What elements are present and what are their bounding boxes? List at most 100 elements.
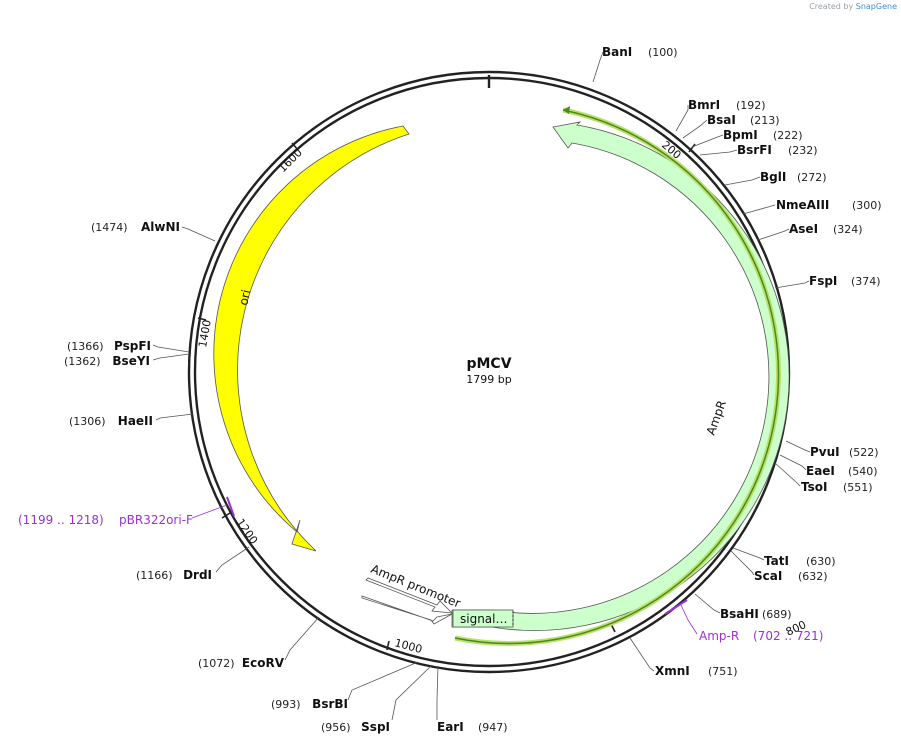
ampr-promoter-feature[interactable] — [361, 577, 454, 625]
enzyme-position: (1362) — [64, 355, 101, 368]
enzyme-position: (213) — [750, 114, 780, 127]
enzyme-name-alwni[interactable]: AlwNI — [141, 220, 180, 234]
enzyme-name-bgli[interactable]: BglI — [760, 170, 786, 184]
enzyme-position: (632) — [798, 570, 828, 583]
enzyme-labels: BanI (100) BmrI (192)BsaI (213)BpmI (222)BsrF… — [18, 45, 882, 734]
enzyme-leader-line — [152, 353, 190, 361]
enzyme-name-bmri[interactable]: BmrI — [688, 98, 720, 112]
tick-mark — [197, 317, 207, 321]
primer-name-amp-r[interactable]: Amp-R — [699, 629, 739, 643]
enzyme-position: (956) — [321, 721, 351, 734]
tick-label: 1200 — [234, 516, 261, 546]
enzyme-name-sspi[interactable]: SspI — [361, 720, 390, 734]
enzyme-name-ecorv[interactable]: EcoRV — [242, 656, 285, 670]
enzyme-position: (100) — [648, 46, 678, 59]
enzyme-name-bseyi[interactable]: BseYI — [112, 354, 150, 368]
enzyme-leader-line — [215, 546, 250, 573]
enzyme-name-bsrbi[interactable]: BsrBI — [312, 697, 348, 711]
enzyme-name-nmeaiii[interactable]: NmeAIII — [776, 198, 829, 212]
enzyme-leader-line — [181, 226, 216, 242]
enzyme-leaders — [152, 51, 811, 721]
enzyme-name-haeii[interactable]: HaeII — [118, 414, 153, 428]
ori-label: ori — [236, 288, 253, 306]
snapgene-logo: SnapGene — [855, 2, 897, 11]
enzyme-name-asei[interactable]: AseI — [789, 222, 818, 236]
enzyme-position: (300) — [852, 199, 882, 212]
primer-name-pbr322ori-f[interactable]: pBR322ori-F — [119, 513, 193, 527]
enzyme-leader-line — [152, 344, 190, 353]
enzyme-leader-line — [391, 664, 433, 721]
enzyme-leader-line — [592, 51, 604, 83]
enzyme-position: (1366) — [67, 340, 104, 353]
tick-label: 1000 — [393, 636, 423, 656]
enzyme-name-bani[interactable]: BanI — [602, 45, 632, 59]
enzyme-name-xmni[interactable]: XmnI — [655, 664, 690, 678]
enzyme-leader-line — [629, 637, 655, 672]
enzyme-leader-line — [779, 454, 807, 471]
enzyme-name-scai[interactable]: ScaI — [754, 569, 782, 583]
enzyme-position: (522) — [849, 446, 879, 459]
enzyme-leader-line — [732, 547, 765, 561]
enzyme-position: (947) — [478, 721, 508, 734]
enzyme-leader-line — [785, 440, 811, 453]
enzyme-name-bsrfi[interactable]: BsrFI — [737, 143, 772, 157]
enzyme-position: (1166) — [136, 569, 173, 582]
enzyme-leader-line — [742, 204, 776, 215]
enzyme-position: (192) — [736, 99, 766, 112]
enzyme-position: (993) — [271, 698, 301, 711]
credit-prefix: Created by — [809, 2, 854, 11]
enzyme-leader-line — [730, 550, 755, 576]
enzyme-position: (630) — [806, 555, 836, 568]
enzyme-position: (232) — [788, 144, 818, 157]
enzyme-position: (1072) — [198, 657, 235, 670]
enzyme-leader-line — [774, 280, 810, 289]
enzyme-leader-line — [699, 149, 738, 156]
enzyme-position: (689) — [762, 608, 792, 621]
enzyme-leader-line — [757, 228, 790, 241]
enzyme-name-eaei[interactable]: EaeI — [806, 464, 835, 478]
enzyme-leader-line — [436, 665, 439, 720]
enzyme-name-tsoi[interactable]: TsoI — [801, 480, 827, 494]
tick-label: 1600 — [276, 146, 305, 175]
enzyme-name-drdi[interactable]: DrdI — [183, 568, 212, 582]
enzyme-leader-line — [675, 105, 689, 132]
snapgene-credit: Created by SnapGene — [809, 2, 897, 11]
enzyme-position: (751) — [708, 665, 738, 678]
enzyme-leader-line — [694, 593, 721, 614]
tick-mark — [688, 143, 696, 153]
enzyme-position: (551) — [843, 481, 873, 494]
enzyme-leader-line — [724, 176, 761, 186]
enzyme-position: (1306) — [69, 415, 106, 428]
enzyme-name-bsahi[interactable]: BsaHI — [720, 607, 759, 621]
enzyme-leader-line — [691, 134, 724, 148]
tick-mark — [386, 640, 390, 651]
enzyme-name-pvui[interactable]: PvuI — [810, 445, 840, 459]
enzyme-name-eari[interactable]: EarI — [437, 720, 464, 734]
signal-label: signal… — [460, 612, 508, 626]
primer-range: (1199 .. 1218) — [18, 513, 104, 527]
enzyme-position: (272) — [797, 171, 827, 184]
enzyme-name-tati[interactable]: TatI — [764, 554, 789, 568]
enzyme-name-fspi[interactable]: FspI — [809, 274, 837, 288]
enzyme-leader-line — [155, 413, 194, 421]
signal-peptide-feature[interactable] — [452, 609, 514, 628]
tick-mark — [221, 512, 231, 519]
enzyme-position: (540) — [848, 465, 878, 478]
enzyme-name-bpmi[interactable]: BpmI — [723, 128, 758, 142]
enzyme-position: (1474) — [91, 221, 128, 234]
pbr322ori-f-primer-mark[interactable] — [226, 496, 235, 517]
tick-mark — [291, 142, 299, 151]
enzyme-name-pspfi[interactable]: PspFI — [114, 339, 151, 353]
ori-feature[interactable] — [213, 125, 410, 552]
amp-r-primer-mark[interactable] — [664, 599, 688, 615]
enzyme-leader-line — [774, 462, 801, 487]
plasmid-name: pMCV — [466, 356, 511, 372]
ampr-label: AmpR — [704, 399, 729, 437]
enzyme-name-bsai[interactable]: BsaI — [707, 113, 736, 127]
plasmid-size: 1799 bp — [466, 373, 511, 386]
enzyme-position: (222) — [773, 129, 803, 142]
enzyme-leader-line — [284, 616, 320, 661]
enzyme-leader-line — [347, 661, 419, 701]
enzyme-position: (324) — [833, 223, 863, 236]
